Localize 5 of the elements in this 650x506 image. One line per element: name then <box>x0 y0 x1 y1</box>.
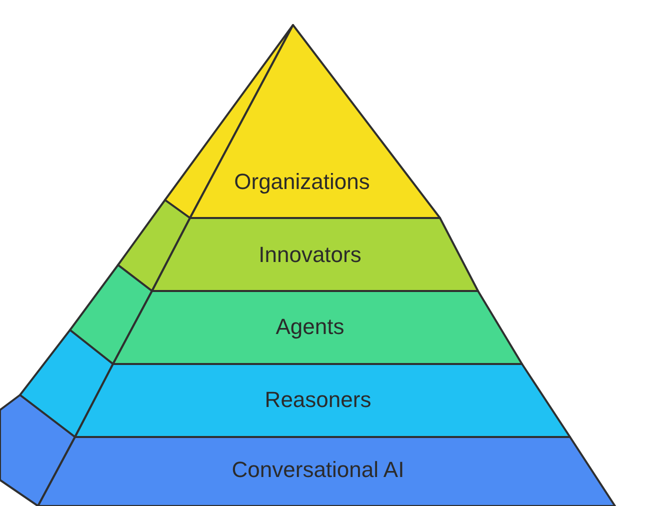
layer-label: Reasoners <box>264 387 372 413</box>
layer-label: Organizations <box>234 169 370 195</box>
layer-label: Innovators <box>258 242 362 268</box>
layer-label: Agents <box>276 314 344 340</box>
layer-label: Conversational AI <box>232 457 404 483</box>
